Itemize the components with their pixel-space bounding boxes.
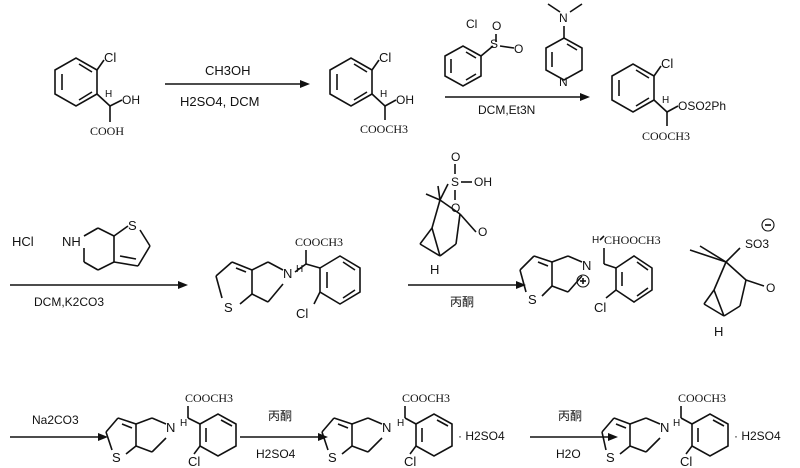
water-label: H2O bbox=[556, 447, 581, 461]
molecule-benzenesulfonyl-chloride: S Cl O O bbox=[444, 17, 523, 87]
sulfur-label: S bbox=[490, 37, 498, 51]
nitrogen-label: N bbox=[582, 258, 591, 273]
chloro-label: Cl bbox=[296, 306, 308, 321]
oxygen-label-1: O bbox=[451, 150, 460, 164]
hcl-label: HCl bbox=[12, 234, 34, 249]
ester-label: COOCH3 bbox=[185, 391, 233, 405]
bisulfate-label: · H2SO4 bbox=[734, 429, 781, 443]
hydroxyl-label: OH bbox=[474, 175, 492, 189]
reaction-arrow-sulfonylation: DCM,Et3N bbox=[445, 93, 590, 117]
chloro-label: Cl bbox=[680, 454, 692, 468]
oh-label: OH bbox=[122, 93, 140, 107]
ester-label: CHOOCH3 bbox=[604, 233, 661, 247]
oxygen-label-2: O bbox=[451, 201, 460, 215]
ester-label: COOCH3 bbox=[402, 391, 450, 405]
h-label: H bbox=[662, 95, 669, 106]
bisulfate-label: · H2SO4 bbox=[458, 429, 505, 443]
alkylation-conditions: DCM,K2CO3 bbox=[34, 295, 104, 309]
chloro-label: Cl bbox=[104, 50, 116, 65]
sulfur-label: S bbox=[328, 450, 337, 465]
h-label: H bbox=[105, 89, 112, 100]
molecule-chloromandelic-acid: Cl H OH COOH bbox=[54, 50, 140, 138]
sulfur-label: S bbox=[451, 175, 459, 189]
chloro-label: Cl bbox=[466, 17, 477, 31]
h-label: H bbox=[673, 418, 680, 429]
acid-label: COOH bbox=[90, 124, 124, 138]
chloro-label: Cl bbox=[594, 300, 606, 315]
molecule-dmap: N N bbox=[545, 3, 583, 89]
reaction-arrow-alkylation: DCM,K2CO3 bbox=[10, 281, 188, 309]
h-label: H bbox=[592, 235, 599, 246]
solvent-acetone: 丙酮 bbox=[450, 295, 474, 309]
ester-label: COOCH3 bbox=[642, 129, 690, 143]
h-label-bridgehead: H bbox=[714, 324, 723, 339]
molecule-thienopyridine-hcl: HCl NH S bbox=[12, 218, 151, 271]
h-label: H bbox=[430, 262, 439, 277]
sulfur-label: S bbox=[128, 218, 137, 233]
base-label: Na2CO3 bbox=[32, 413, 79, 427]
reagent-acid-solvent: H2SO4, DCM bbox=[180, 94, 259, 109]
sulfonylation-conditions: DCM,Et3N bbox=[478, 103, 535, 117]
oxygen-label-1: O bbox=[492, 19, 501, 33]
chloro-label: Cl bbox=[404, 454, 416, 468]
molecule-clopidogrel-bisulfate-1: COOCH3 H N S Cl · H2SO4 bbox=[321, 391, 505, 468]
reaction-arrow-esterification: CH3OH H2SO4, DCM bbox=[165, 63, 310, 109]
sulfur-label: S bbox=[224, 300, 233, 315]
reaction-arrow-resolution: 丙酮 bbox=[408, 281, 526, 309]
molecule-clopidogrel-racemic: COOCH3 H N S Cl bbox=[215, 235, 361, 321]
ester-label: COOCH3 bbox=[295, 235, 343, 249]
molecule-clopidogrel-bisulfate-2: COOCH3 H N S Cl · H2SO4 bbox=[601, 391, 781, 468]
sulfuric-acid-label: H2SO4 bbox=[256, 447, 296, 461]
reaction-arrow-recrystallization: 丙酮 H2O bbox=[530, 409, 618, 461]
nitrogen-label: N bbox=[166, 420, 175, 435]
sulfonate-label: SO3 bbox=[745, 237, 769, 251]
molecule-methyl-chloromandelate: Cl H OH COOCH3 bbox=[329, 50, 414, 136]
molecule-sulfonate-ester: Cl H OSO2Ph COOCH3 bbox=[611, 56, 726, 143]
h-label: H bbox=[380, 89, 387, 100]
h-label: H bbox=[397, 418, 404, 429]
nitrogen-label: N bbox=[382, 420, 391, 435]
negative-charge-icon bbox=[761, 218, 775, 232]
nitrogen-label: N bbox=[283, 266, 292, 281]
solvent-acetone: 丙酮 bbox=[268, 409, 292, 423]
ketone-o-label: O bbox=[478, 225, 487, 239]
oso2ph-label: OSO2Ph bbox=[678, 99, 726, 113]
chloro-label: Cl bbox=[661, 56, 673, 71]
molecule-camphorsulfonic-acid: O S OH O O H bbox=[419, 150, 492, 277]
molecule-camsylate-salt: H CHOOCH3 N S Cl SO3 O bbox=[519, 218, 775, 339]
oh-label: OH bbox=[396, 93, 414, 107]
ketone-o-label: O bbox=[766, 281, 775, 295]
nitrogen-label: N bbox=[660, 420, 669, 435]
ester-label: COOCH3 bbox=[678, 391, 726, 405]
pyridine-n: N bbox=[559, 75, 568, 89]
oxygen-label-2: O bbox=[514, 42, 523, 56]
reaction-arrow-freebase: Na2CO3 bbox=[10, 413, 108, 441]
chloro-label: Cl bbox=[188, 454, 200, 468]
reagent-methanol: CH3OH bbox=[205, 63, 251, 78]
solvent-acetone: 丙酮 bbox=[558, 409, 582, 423]
nh-label: NH bbox=[62, 234, 81, 249]
sulfur-label: S bbox=[528, 292, 537, 307]
reaction-arrow-salt-formation: 丙酮 H2SO4 bbox=[240, 409, 328, 461]
h-label: H bbox=[180, 418, 187, 429]
dimethylamino-n: N bbox=[559, 11, 568, 25]
ester-label: COOCH3 bbox=[360, 122, 408, 136]
molecule-clopidogrel-free-base: COOCH3 H N S Cl bbox=[105, 391, 237, 468]
sulfur-label: S bbox=[112, 450, 121, 465]
chloro-label: Cl bbox=[379, 50, 391, 65]
sulfur-label: S bbox=[606, 450, 615, 465]
